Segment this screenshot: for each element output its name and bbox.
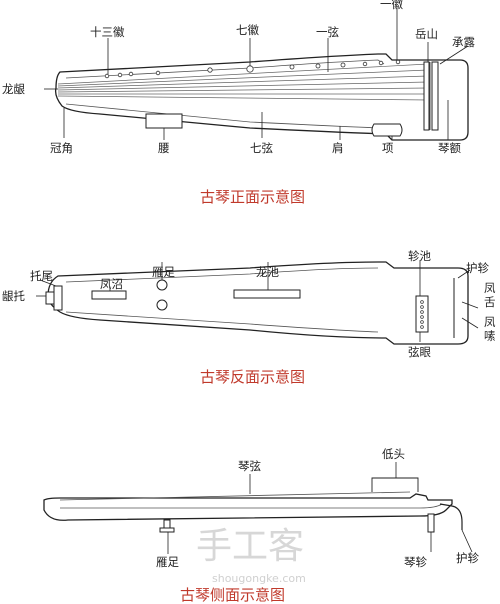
label-longyin: 龙龈 (2, 82, 25, 96)
label-longchi: 龙池 (256, 265, 279, 279)
label-ditou: 低头 (382, 447, 405, 461)
yanzu-circle (156, 279, 168, 291)
hui-markers (104, 59, 401, 79)
zhenchi-rect (415, 295, 429, 333)
side-yanzu (163, 519, 171, 529)
label-qine: 琴额 (438, 141, 461, 155)
label-xianyan: 弦眼 (408, 345, 431, 359)
side-qinzhen (427, 513, 435, 533)
longchi-slot (233, 289, 301, 299)
label-shisanhui: 十三徽 (90, 25, 125, 39)
caption-back: 古琴反面示意图 (200, 368, 305, 386)
label-chenglu: 承露 (452, 35, 475, 49)
label-yao: 腰 (158, 141, 170, 155)
watermark-url: shougongke.com (212, 572, 306, 585)
label-jian: 肩 (332, 141, 344, 155)
label-guanjiao: 冠角 (50, 141, 73, 155)
label-huzhen-side: 护轸 (456, 551, 479, 565)
label-fengshe-1: 凤 (484, 281, 496, 295)
front-strings (57, 63, 429, 101)
label-qinxian: 琴弦 (238, 459, 261, 473)
label-yihui: 一徽 (380, 0, 403, 11)
label-huzhen-back: 护轸 (466, 261, 489, 275)
caption-side: 古琴侧面示意图 (180, 586, 285, 604)
label-zhenchi: 轸池 (408, 249, 431, 263)
label-fengxiao-2: 嗉 (484, 329, 496, 343)
label-xiang: 项 (382, 141, 394, 155)
yueshan-bar (423, 61, 430, 131)
label-qinzhen: 琴轸 (404, 555, 427, 569)
front-view: 龙龈 十三徽 七徽 一弦 一徽 岳山 承露 冠角 腰 七弦 肩 项 琴额 古琴正… (2, 0, 475, 206)
label-fengshe-2: 舌 (484, 295, 496, 309)
label-fengzhao: 凤沼 (100, 277, 123, 291)
label-yanzu-back: 雁足 (152, 265, 175, 279)
label-tuowei: 托尾 (30, 269, 53, 283)
back-view: 托尾 龈托 凤沼 雁足 龙池 轸池 护轸 凤 舌 凤 嗉 弦眼 古琴反面示意图 (2, 249, 496, 386)
label-yixian: 一弦 (316, 25, 339, 39)
side-string (59, 491, 411, 501)
caption-front: 古琴正面示意图 (200, 188, 305, 206)
jian-marker (371, 123, 403, 137)
label-qixian: 七弦 (250, 141, 273, 155)
side-view: 琴弦 低头 雁足 琴轸 护轸 手工客 shougongke.com 古琴侧面示意… (43, 447, 479, 604)
label-fengxiao-1: 凤 (484, 315, 496, 329)
back-tuowei-pad (53, 285, 63, 311)
yao-marker (145, 113, 183, 129)
label-qihui: 七徽 (236, 23, 259, 37)
watermark-logo: 手工客 (196, 526, 304, 567)
label-yintuo: 龈托 (2, 289, 25, 303)
label-yanzu-side: 雁足 (156, 555, 179, 569)
label-yueshan: 岳山 (415, 27, 438, 41)
side-body (43, 493, 453, 521)
xianyan-holes (420, 300, 424, 329)
chenglu-bar (431, 61, 439, 131)
fengzhao-slot (91, 290, 127, 300)
